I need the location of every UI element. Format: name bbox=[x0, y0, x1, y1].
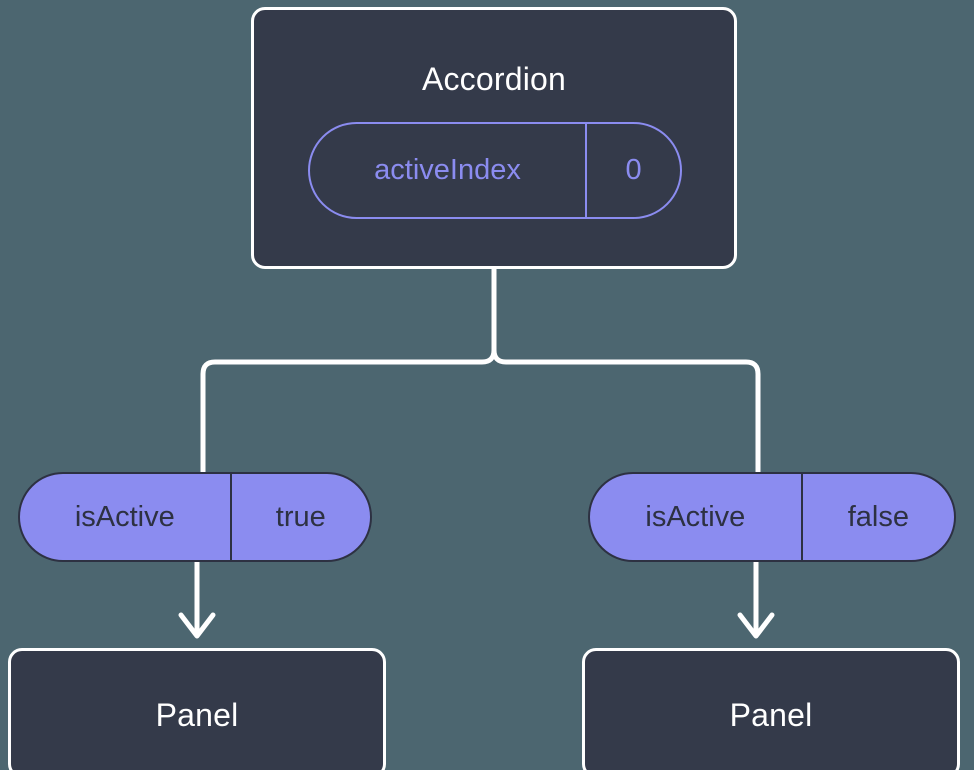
connector-fork-right bbox=[491, 266, 761, 475]
panel-node-right-title: Panel bbox=[729, 697, 813, 733]
state-pill-activeindex[interactable]: activeIndex 0 bbox=[308, 122, 682, 219]
connector-fork-left bbox=[200, 266, 497, 475]
prop-pill-isactive-false[interactable]: isActive false bbox=[588, 472, 956, 562]
prop-pill-isactive-true-key: isActive bbox=[20, 474, 232, 560]
prop-pill-isactive-true[interactable]: isActive true bbox=[18, 472, 372, 562]
prop-pill-isactive-false-key: isActive bbox=[590, 474, 803, 560]
prop-pill-isactive-false-value: false bbox=[847, 500, 909, 533]
arrow-right-head bbox=[737, 612, 775, 639]
arrow-left-head bbox=[178, 612, 216, 639]
panel-node-right[interactable]: Panel bbox=[582, 648, 960, 770]
accordion-title: Accordion bbox=[421, 61, 567, 97]
panel-node-left[interactable]: Panel bbox=[8, 648, 386, 770]
prop-pill-isactive-true-value: true bbox=[275, 500, 326, 533]
state-pill-activeindex-value: 0 bbox=[625, 154, 642, 186]
state-pill-activeindex-key: activeIndex bbox=[310, 124, 588, 217]
panel-node-left-title: Panel bbox=[155, 697, 239, 733]
